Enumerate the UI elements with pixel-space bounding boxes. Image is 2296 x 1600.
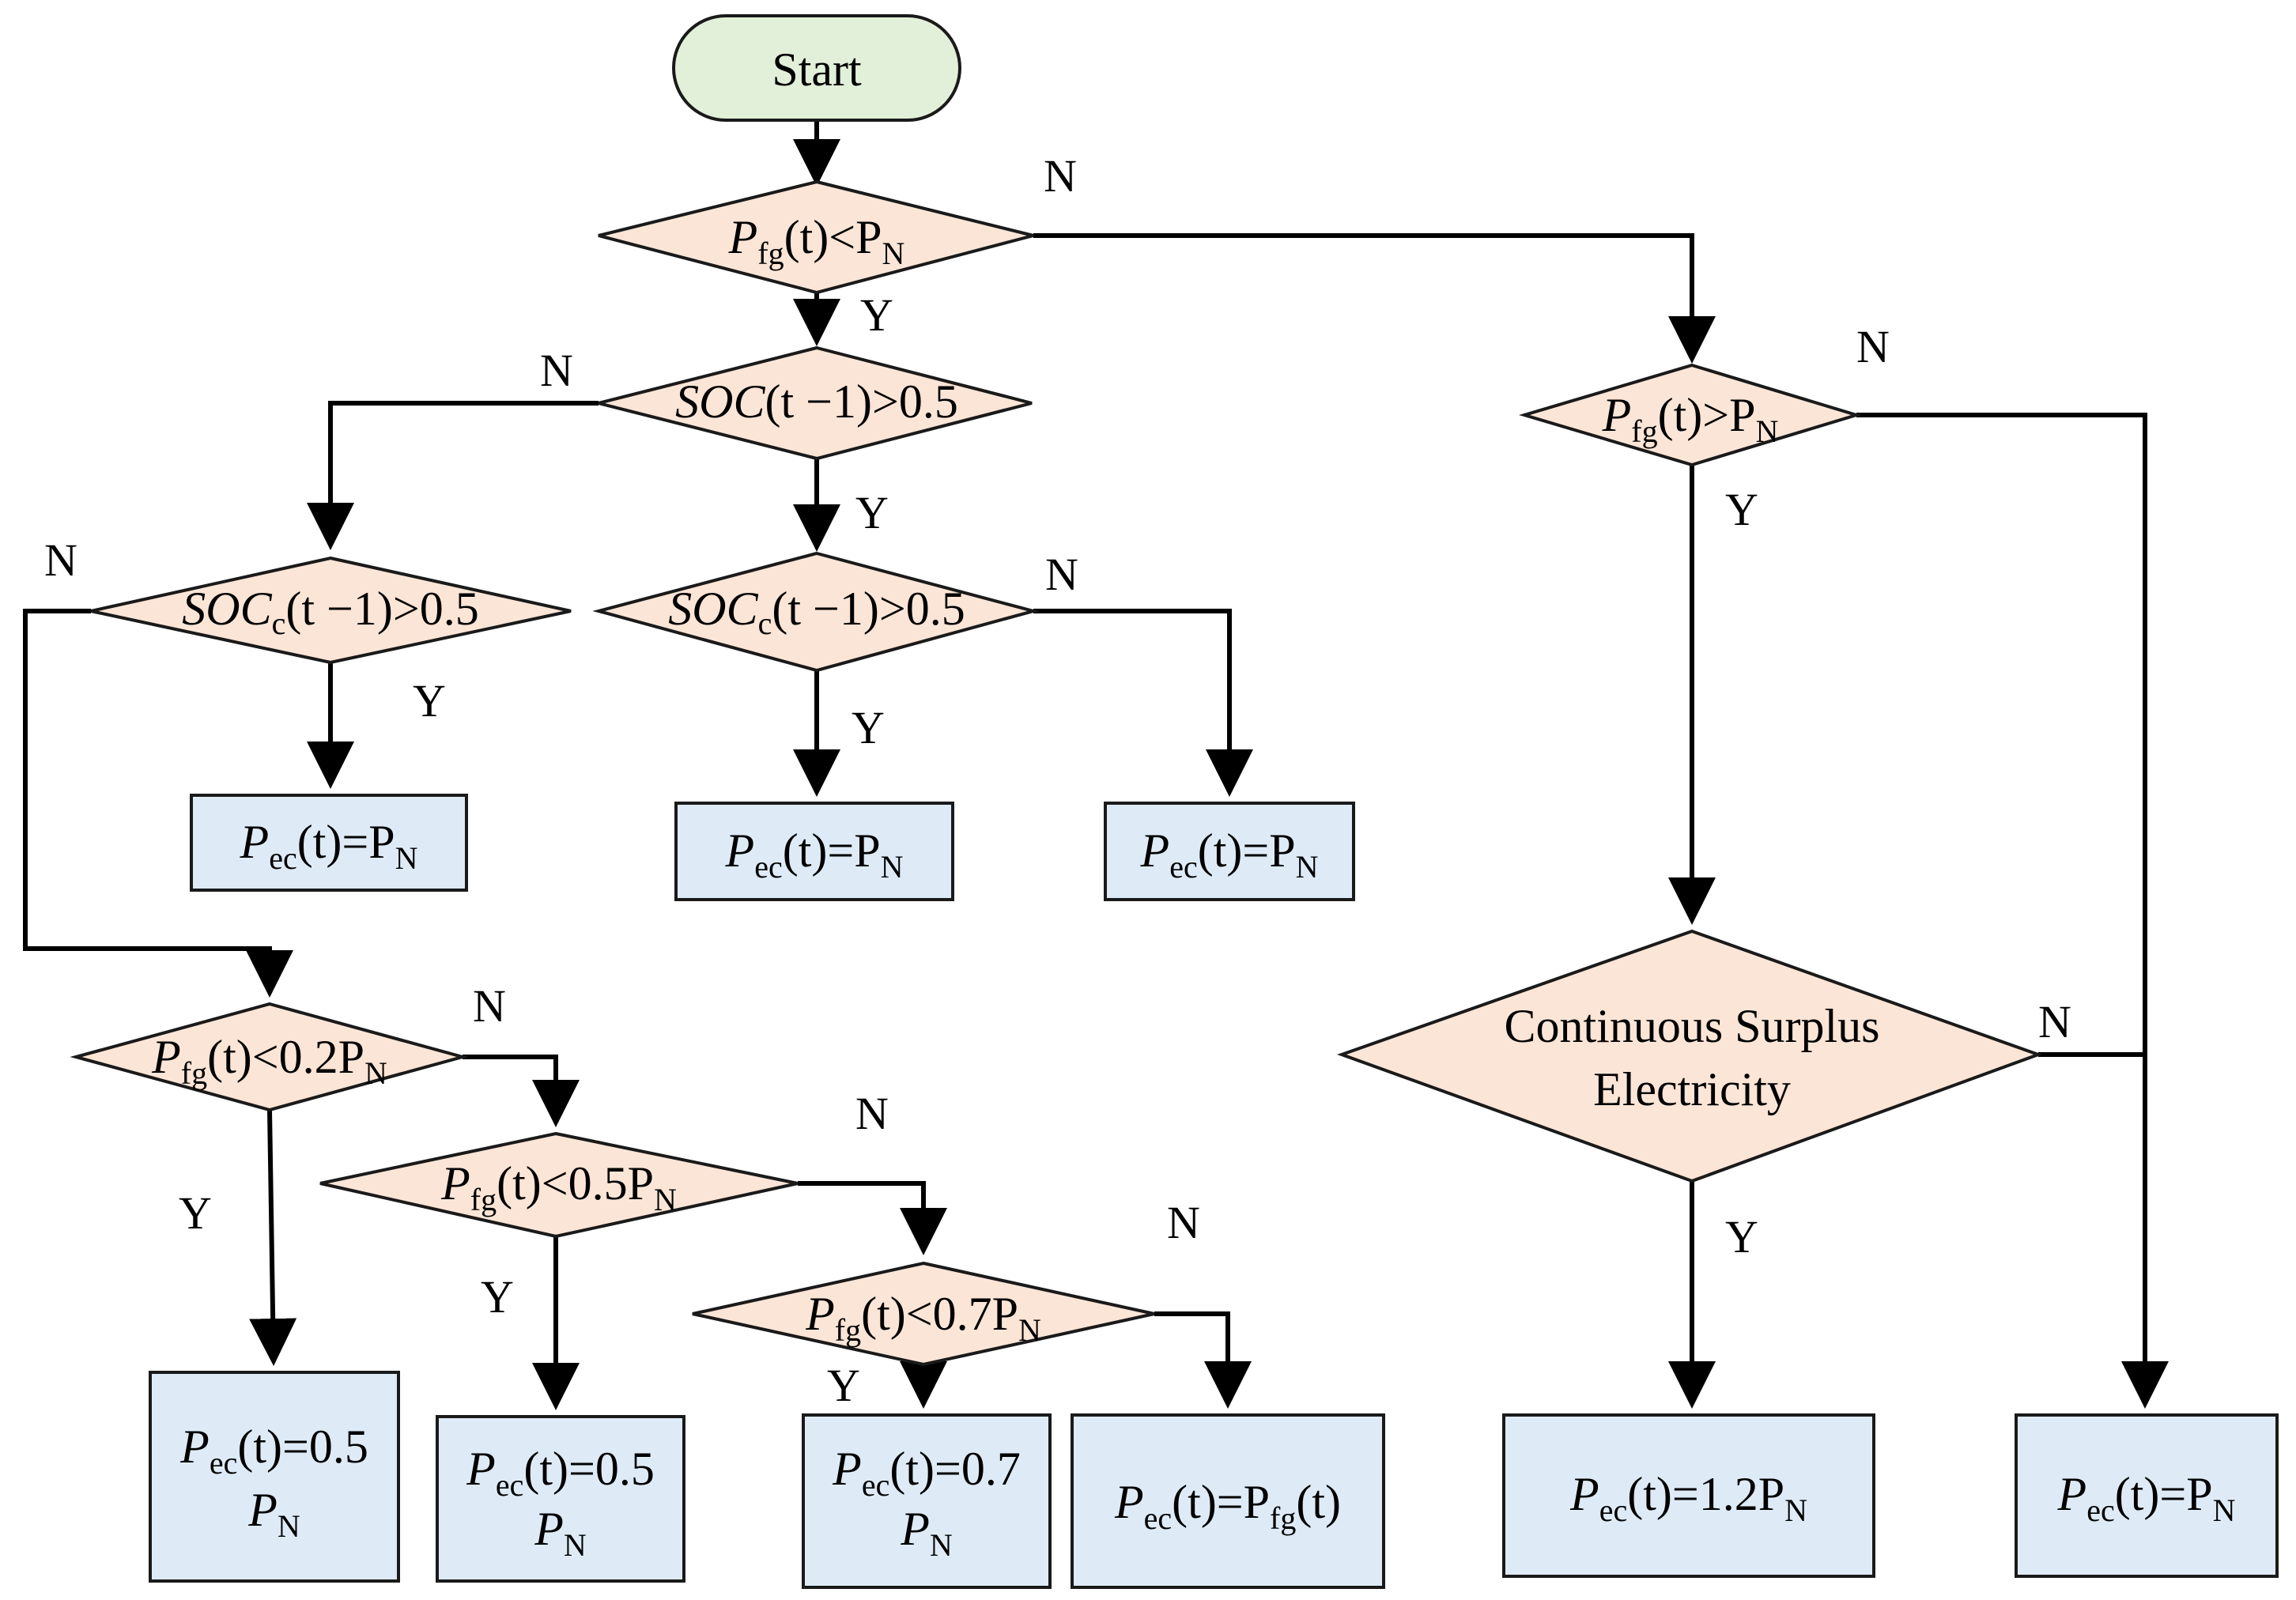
- process-label-line1: Pec(t)=0.5: [466, 1443, 655, 1503]
- decision-label: Pfg(t)<0.2PN: [151, 1031, 387, 1091]
- decision-shape: [90, 556, 572, 665]
- label-d5-no: N: [1856, 321, 1890, 372]
- connector-d5-p9: [1856, 413, 2169, 1409]
- decision-label: Pfg(t)<0.5PN: [440, 1157, 677, 1217]
- decision-d5: Pfg(t)>PN: [1518, 363, 1862, 467]
- process-p5: Pec(t)=0.5 PN: [436, 1415, 685, 1583]
- decision-shape: [70, 1002, 469, 1112]
- label-d9-yes: Y: [1725, 1211, 1758, 1262]
- label-d6-yes: Y: [179, 1187, 212, 1239]
- process-p3: Pec(t)=PN: [1104, 802, 1355, 901]
- decision-d6: Pfg(t)<0.2PN: [70, 1002, 469, 1112]
- label-d3-no: N: [44, 534, 77, 586]
- process-p7: Pec(t)=Pfg(t): [1071, 1413, 1385, 1589]
- process-p2: Pec(t)=PN: [674, 802, 954, 901]
- decision-label: Pfg(t)<PN: [728, 211, 905, 271]
- process-shape: [674, 802, 954, 901]
- decision-shape: [319, 1131, 799, 1239]
- process-label-line1: Pec(t)=0.5: [179, 1421, 368, 1481]
- decision-shape: [598, 345, 1033, 461]
- start-shape: [672, 14, 961, 122]
- process-label: Pec(t)=Pfg(t): [1114, 1476, 1341, 1536]
- label-d6-no: N: [473, 980, 506, 1032]
- process-p8: Pec(t)=1.2PN: [1502, 1413, 1875, 1578]
- decision-label: SOCc(t −1)>0.5: [668, 583, 965, 641]
- connector-d6-d7: [463, 1055, 580, 1127]
- process-label-line2: PN: [534, 1503, 587, 1563]
- connectors: [23, 120, 2169, 1410]
- label-d2-yes: Y: [855, 487, 889, 538]
- label-d4-yes: Y: [852, 702, 885, 753]
- label-d1-yes: Y: [860, 289, 893, 341]
- branch-labels: N Y N Y N Y N Y N Y N Y N Y N Y N Y: [44, 150, 2071, 1411]
- decision-label: Pfg(t)<0.7PN: [805, 1288, 1041, 1348]
- process-shape: [149, 1371, 400, 1583]
- decision-shape: [592, 551, 1040, 673]
- decision-label: Pfg(t)>PN: [1602, 389, 1779, 449]
- label-d2-no: N: [540, 345, 573, 396]
- decision-shape: [692, 1261, 1155, 1367]
- process-shape: [1071, 1413, 1385, 1589]
- label-d3-yes: Y: [413, 675, 446, 726]
- process-shape: [190, 794, 468, 892]
- decision-d4: SOCc(t −1)>0.5: [592, 551, 1040, 673]
- label-d7-yes: Y: [481, 1271, 514, 1323]
- connector-d1-d5: [1033, 233, 1716, 364]
- label-d5-yes: Y: [1725, 484, 1758, 535]
- decision-label-line1: Continuous Surplus: [1504, 1000, 1879, 1052]
- process-label-line2: PN: [900, 1503, 953, 1563]
- decision-shape: [598, 179, 1034, 295]
- label-d7-no: N: [855, 1088, 889, 1139]
- connector-d2-d3: [307, 401, 599, 550]
- process-shape: [1502, 1413, 1875, 1578]
- decision-label: SOC(t −1)>0.5: [675, 375, 958, 428]
- decision-d2: SOC(t −1)>0.5: [598, 345, 1033, 461]
- process-label: Pec(t)=1.2PN: [1569, 1468, 1807, 1528]
- process-shape: [1104, 802, 1355, 901]
- label-d9-no: N: [2038, 996, 2071, 1047]
- label-d4-no: N: [1045, 549, 1078, 600]
- decision-label-line2: Electricity: [1593, 1063, 1791, 1115]
- decision-d8: Pfg(t)<0.7PN: [692, 1261, 1155, 1367]
- process-shape: [436, 1415, 685, 1583]
- connector-d4-p3: [1033, 609, 1253, 797]
- decision-d3: SOCc(t −1)>0.5: [90, 556, 572, 665]
- connector-d6-p4: [249, 1109, 297, 1366]
- process-p1: Pec(t)=PN: [190, 794, 468, 892]
- process-label-line2: PN: [247, 1484, 300, 1544]
- label-d8-yes: Y: [827, 1360, 860, 1411]
- process-label-line1: Pec(t)=0.7: [832, 1443, 1021, 1503]
- decision-shape: [1337, 929, 2043, 1183]
- process-p6: Pec(t)=0.7 PN: [802, 1413, 1052, 1589]
- process-shape: [802, 1413, 1052, 1589]
- connector-d8-p7: [1154, 1311, 1252, 1409]
- process-label: Pec(t)=PN: [240, 816, 418, 876]
- process-p4: Pec(t)=0.5 PN: [149, 1371, 400, 1583]
- decision-d9: Continuous Surplus Electricity: [1337, 929, 2043, 1183]
- process-shape: [2015, 1413, 2279, 1578]
- decision-d1: Pfg(t)<PN: [598, 179, 1034, 295]
- decision-d7: Pfg(t)<0.5PN: [319, 1131, 799, 1239]
- connector-d3-d6: [23, 609, 293, 998]
- decision-label: SOCc(t −1)>0.5: [182, 583, 478, 641]
- label-d8-no: N: [1167, 1197, 1200, 1248]
- start-label: Start: [772, 43, 862, 96]
- connector-d7-d8: [798, 1181, 947, 1255]
- process-p9: Pec(t)=PN: [2015, 1413, 2279, 1578]
- process-label: Pec(t)=PN: [2057, 1468, 2236, 1528]
- process-label: Pec(t)=PN: [725, 825, 904, 885]
- start-terminal: Start: [672, 14, 961, 122]
- process-label: Pec(t)=PN: [1140, 825, 1319, 885]
- label-d1-no: N: [1044, 150, 1077, 202]
- decision-shape: [1518, 363, 1862, 467]
